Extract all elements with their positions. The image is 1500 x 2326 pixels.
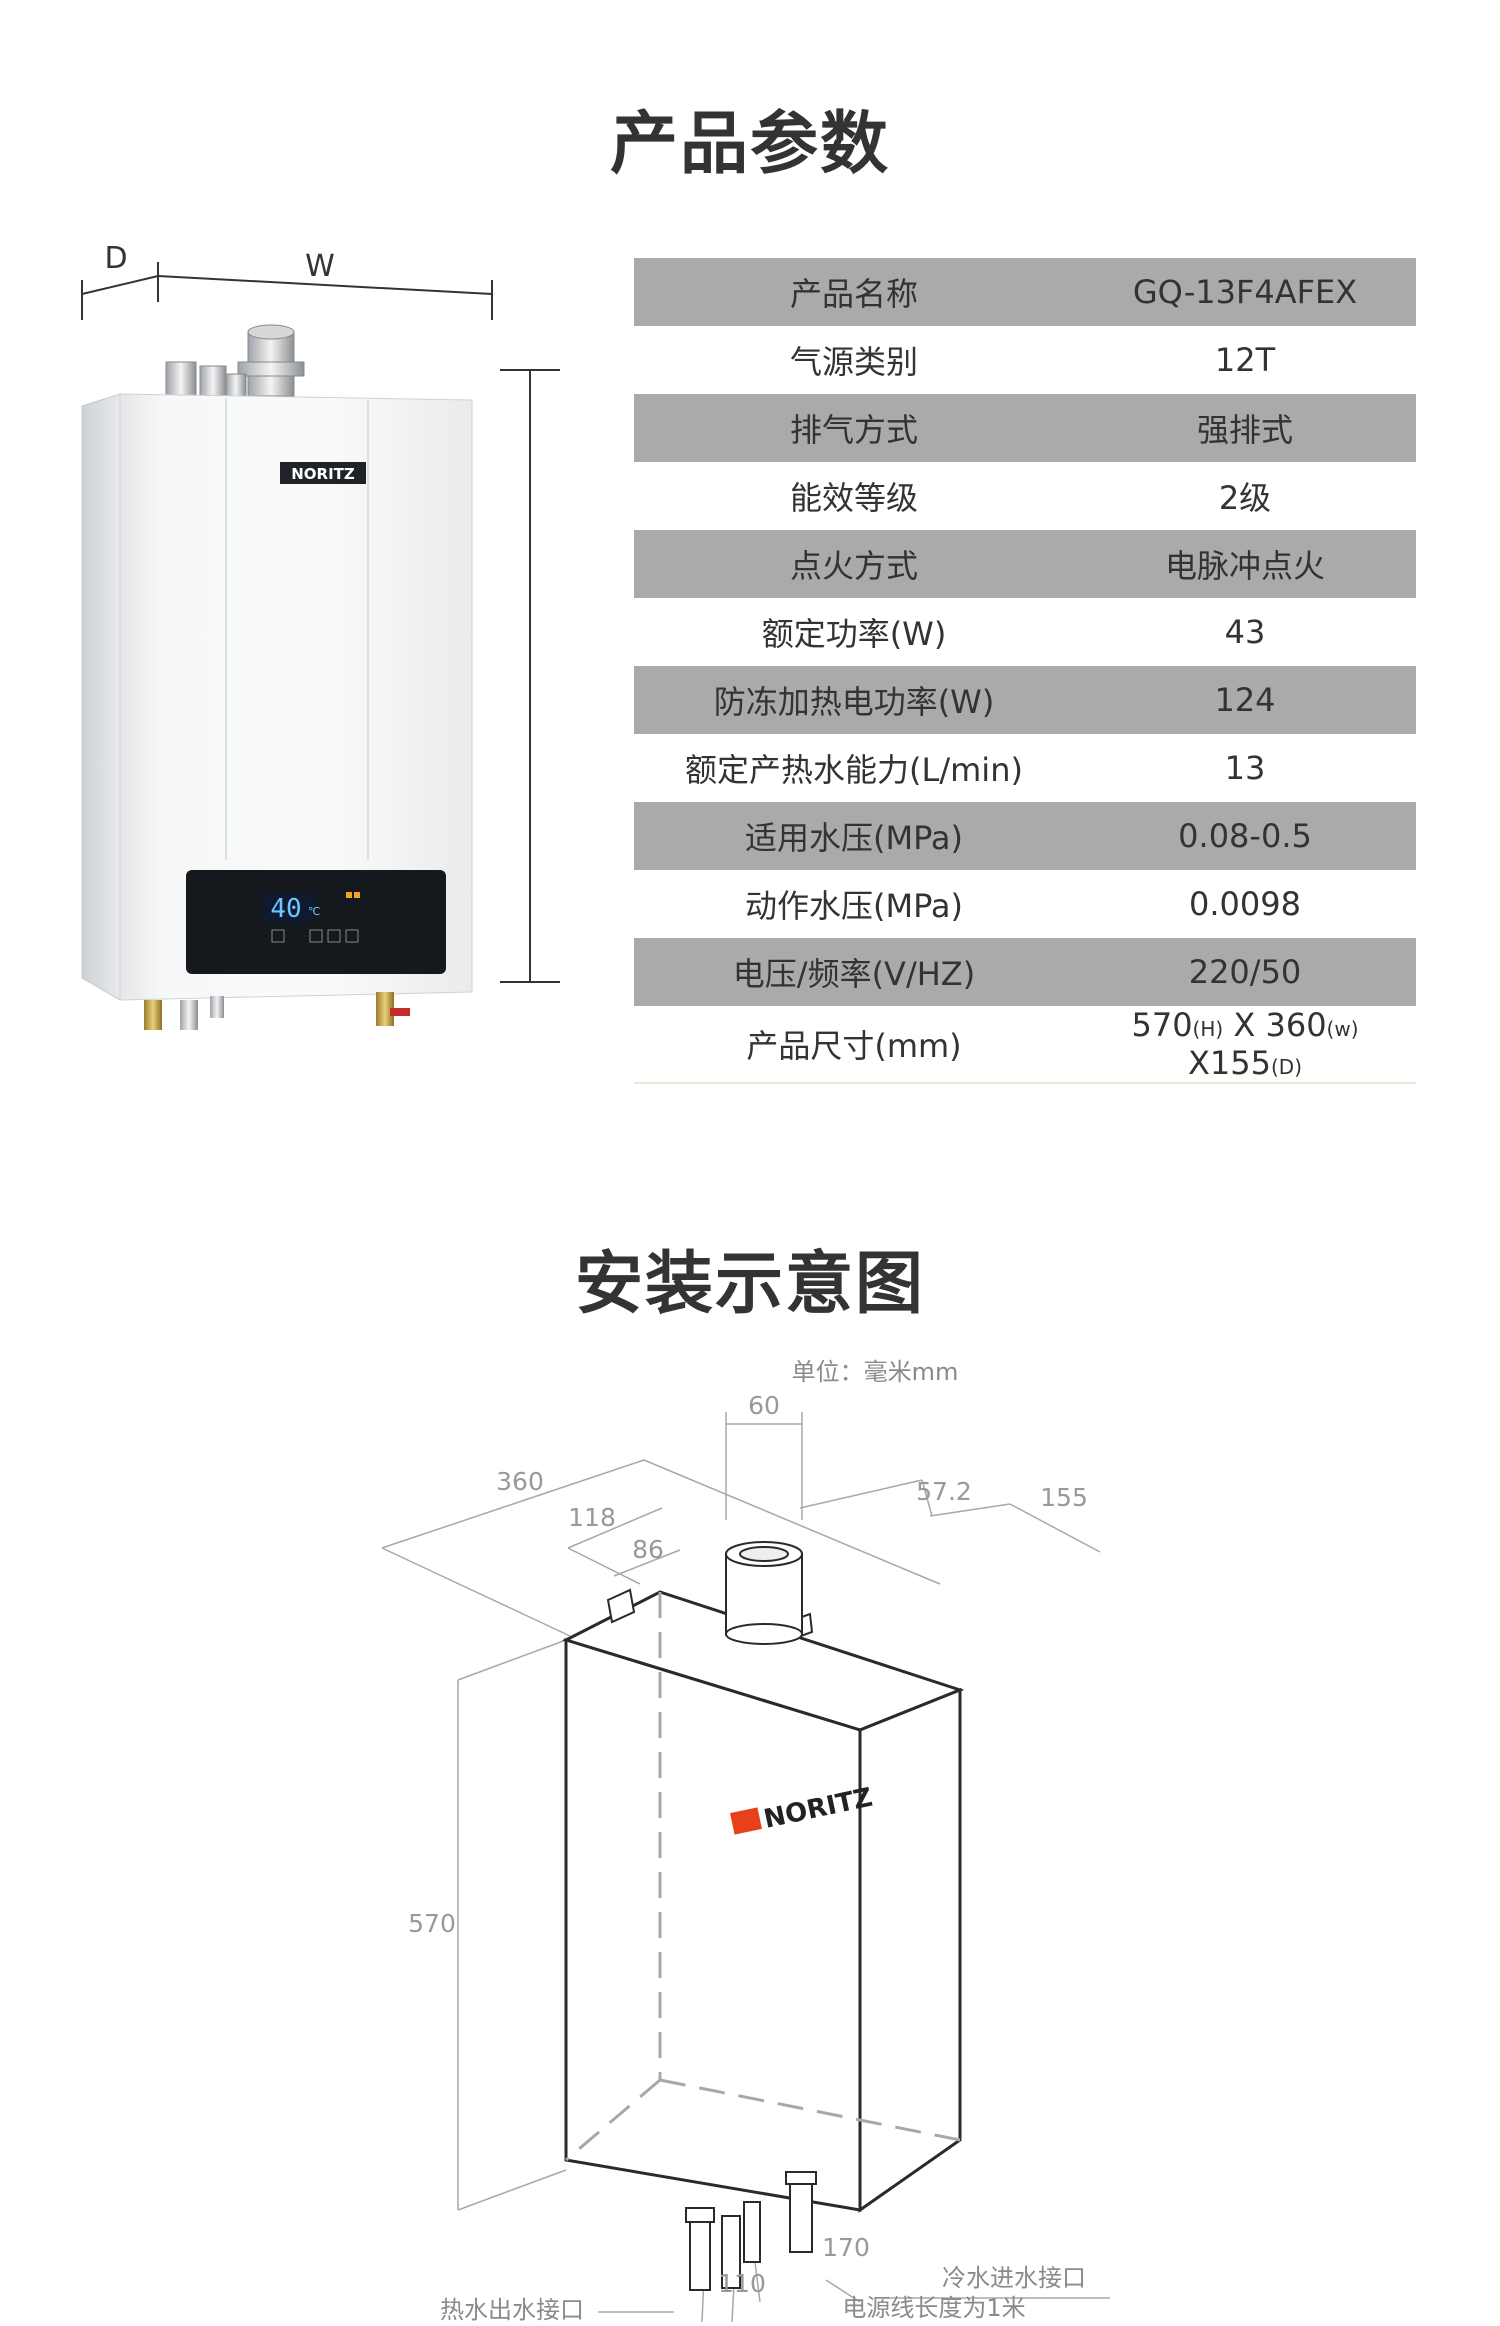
spec-label: 额定功率(W) xyxy=(634,598,1074,666)
size-h-unit: (H) xyxy=(1192,1017,1224,1041)
spec-label: 适用水压(MPa) xyxy=(634,802,1074,870)
spec-value: 220/50 xyxy=(1074,938,1416,1006)
spec-value: 0.0098 xyxy=(1074,870,1416,938)
cold-water-inlet-label: 冷水进水接口 xyxy=(942,2264,1086,2292)
dim-w-label: W xyxy=(305,249,335,284)
table-row: 额定产热水能力(L/min)13 xyxy=(634,734,1416,802)
dim-360: 360 xyxy=(496,1467,544,1496)
table-row: 适用水压(MPa)0.08-0.5 xyxy=(634,802,1416,870)
spec-label: 防冻加热电功率(W) xyxy=(634,666,1074,734)
table-row: 额定功率(W)43 xyxy=(634,598,1416,666)
spec-value: 强排式 xyxy=(1074,394,1416,462)
spec-label: 电压/频率(V/HZ) xyxy=(634,938,1074,1006)
dim-170: 170 xyxy=(822,2233,870,2262)
spec-value: 0.08-0.5 xyxy=(1074,802,1416,870)
dim-118: 118 xyxy=(568,1503,616,1532)
spec-value: 124 xyxy=(1074,666,1416,734)
table-row: 动作水压(MPa)0.0098 xyxy=(634,870,1416,938)
spec-value: 2级 xyxy=(1074,462,1416,530)
dim-57-2: 57.2 xyxy=(916,1477,972,1506)
spec-label: 能效等级 xyxy=(634,462,1074,530)
dim-d-label: D xyxy=(104,241,127,276)
size-d-unit: (D) xyxy=(1270,1055,1302,1079)
power-cable-label: 电源线长度为1米 xyxy=(842,2294,1025,2322)
table-row: 排气方式强排式 xyxy=(634,394,1416,462)
product-image: D W NORITZ 40 ℃ xyxy=(60,240,570,1060)
spec-label: 气源类别 xyxy=(634,326,1074,394)
display-unit: ℃ xyxy=(308,905,320,918)
dim-60: 60 xyxy=(748,1391,780,1420)
dim-86: 86 xyxy=(632,1535,664,1564)
spec-value: 43 xyxy=(1074,598,1416,666)
dim-155: 155 xyxy=(1040,1483,1088,1512)
dim-110: 110 xyxy=(718,2269,766,2298)
spec-label: 动作水压(MPa) xyxy=(634,870,1074,938)
spec-value: 12T xyxy=(1074,326,1416,394)
spec-value: GQ-13F4AFEX xyxy=(1074,258,1416,326)
display-temp: 40 xyxy=(270,894,301,924)
size-sep: X xyxy=(1223,1006,1266,1044)
spec-value-size: 570(H) X 360(w) X155(D) xyxy=(1074,1006,1416,1084)
spec-value: 13 xyxy=(1074,734,1416,802)
install-heading: 安装示意图 xyxy=(574,1245,925,1324)
size-sep: X xyxy=(1187,1044,1210,1082)
spec-label: 额定产热水能力(L/min) xyxy=(634,734,1074,802)
params-heading: 产品参数 xyxy=(609,105,890,184)
size-w: 360 xyxy=(1265,1006,1327,1044)
product-brand: NORITZ xyxy=(291,465,355,483)
installation-diagram: 单位：毫米mm xyxy=(330,1340,1170,2324)
spec-label: 产品尺寸(mm) xyxy=(634,1006,1074,1084)
table-row: 电压/频率(V/HZ)220/50 xyxy=(634,938,1416,1006)
spec-label: 排气方式 xyxy=(634,394,1074,462)
size-d: 155 xyxy=(1209,1044,1271,1082)
spec-label: 产品名称 xyxy=(634,258,1074,326)
size-w-unit: (w) xyxy=(1326,1017,1359,1041)
table-row: 防冻加热电功率(W)124 xyxy=(634,666,1416,734)
hot-water-outlet-label: 热水出水接口 xyxy=(440,2296,584,2322)
unit-note: 单位：毫米mm xyxy=(792,1358,959,1386)
table-row: 点火方式电脉冲点火 xyxy=(634,530,1416,598)
table-row: 产品尺寸(mm) 570(H) X 360(w) X155(D) xyxy=(634,1006,1416,1084)
spec-value: 电脉冲点火 xyxy=(1074,530,1416,598)
spec-label: 点火方式 xyxy=(634,530,1074,598)
size-h: 570 xyxy=(1131,1006,1193,1044)
dim-570: 570 xyxy=(408,1909,456,1938)
